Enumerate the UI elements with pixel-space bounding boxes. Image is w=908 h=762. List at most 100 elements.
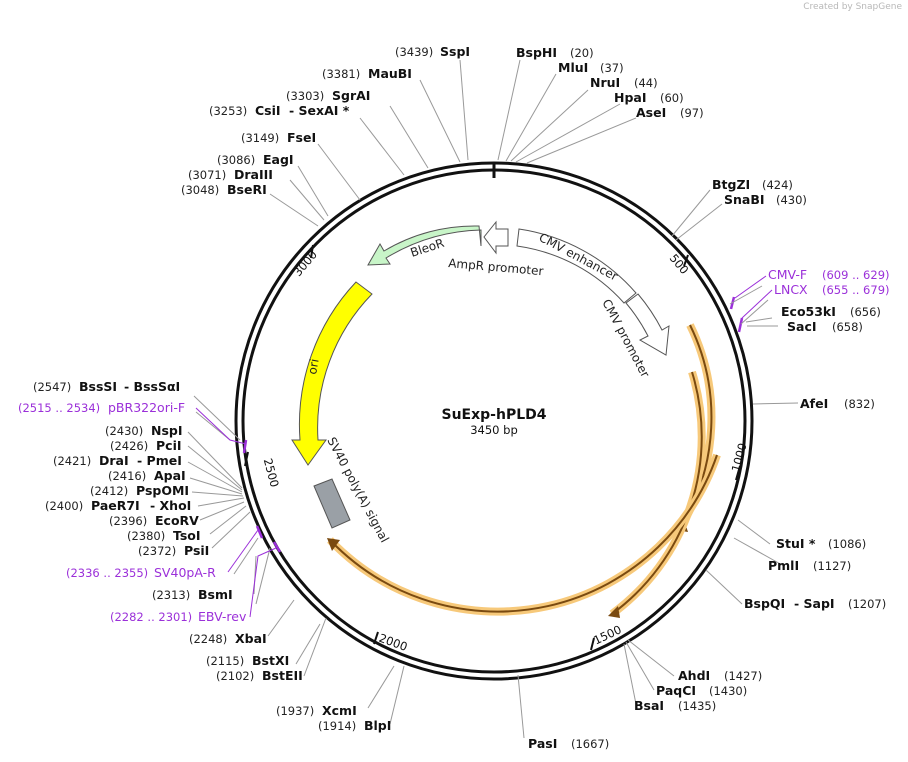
nspi-pos: (2430)	[105, 424, 143, 438]
fsei-name: FseI	[287, 130, 316, 145]
maubi-pos: (3381)	[322, 67, 360, 81]
eco53ki-name: Eco53kI	[781, 304, 836, 319]
bseri-pos: (3048)	[181, 183, 219, 197]
tick-marks	[244, 244, 741, 651]
tick-2500: 2500	[261, 457, 282, 489]
saci-pos: (658)	[832, 320, 863, 334]
xcmi-name: XcmI	[322, 703, 357, 718]
bspqi-name: BspQI	[744, 596, 785, 611]
psii-pos: (2372)	[138, 544, 176, 558]
bsai-pos: (1435)	[678, 699, 716, 713]
blpi-name: BlpI	[364, 718, 391, 733]
eagi-name: EagI	[263, 152, 294, 167]
pmli-name: PmlI	[768, 558, 799, 573]
sv40pa-r-pos: (2336 .. 2355)	[66, 566, 148, 580]
lncx-pos: (655 .. 679)	[822, 283, 890, 297]
tick-3000: 3000	[291, 248, 321, 279]
bsai-name: BsaI	[634, 698, 664, 713]
drai-name: DraI	[99, 453, 129, 468]
btgzi-pos: (424)	[762, 178, 793, 192]
saci-name: SacI	[787, 319, 817, 334]
enzyme-labels: (3439) SspI BspHI (20) MluI (37) NruI (4…	[33, 44, 886, 751]
ampr-promoter-label: AmpR promoter	[448, 256, 544, 278]
apai-pos: (2416)	[108, 469, 146, 483]
bsteii-name: BstEII	[262, 668, 303, 683]
ebv-rev-name: EBV-rev	[198, 609, 247, 624]
tsoi-pos: (2380)	[127, 529, 165, 543]
sspi-name: SspI	[440, 44, 470, 59]
pmei-name: - PmeI	[137, 453, 182, 468]
sexai-name: - SexAI *	[289, 103, 350, 118]
pmli-pos: (1127)	[813, 559, 851, 573]
bsmi-pos: (2313)	[152, 588, 190, 602]
afei-pos: (832)	[844, 397, 875, 411]
eagi-pos: (3086)	[217, 153, 255, 167]
features	[291, 220, 721, 618]
paqci-name: PaqCI	[656, 683, 696, 698]
nspi-name: NspI	[151, 423, 183, 438]
xbai-pos: (2248)	[189, 632, 227, 646]
plasmid-size: 3450 bp	[470, 423, 518, 437]
primer-leader-lines	[195, 275, 773, 618]
cmv-f-pos: (609 .. 629)	[822, 268, 890, 282]
pcii-pos: (2426)	[110, 439, 148, 453]
bstxi-pos: (2115)	[206, 654, 244, 668]
sv40pa-r-name: SV40pA-R	[154, 565, 216, 580]
tsoi-name: TsoI	[173, 528, 201, 543]
cmv-enhancer-label: CMV enhancer	[537, 230, 621, 283]
drai-pos: (2421)	[53, 454, 91, 468]
btgzi-name: BtgZI	[712, 177, 750, 192]
sv40-polya-feature	[313, 478, 351, 529]
cmv-f-name: CMV-F	[768, 267, 807, 282]
bstxi-name: BstXI	[252, 653, 289, 668]
xbai-name: XbaI	[235, 631, 267, 646]
plasmid-name: SuExp-hPLD4	[442, 407, 547, 423]
snabi-pos: (430)	[776, 193, 807, 207]
backbone	[234, 161, 754, 681]
pbr322ori-f-pos: (2515 .. 2534)	[18, 401, 100, 415]
xhoi-name: - XhoI	[150, 498, 191, 513]
pspomi-name: PspOMI	[136, 483, 189, 498]
bsmi-name: BsmI	[198, 587, 233, 602]
sgrai-name: SgrAI	[332, 88, 370, 103]
stui-name: StuI *	[776, 536, 816, 551]
afei-name: AfeI	[800, 396, 828, 411]
ori-label: ori	[305, 358, 321, 376]
bseri-name: BseRI	[227, 182, 267, 197]
bleor-feature	[367, 225, 482, 266]
xcmi-pos: (1937)	[276, 704, 314, 718]
eco53ki-pos: (656)	[850, 305, 881, 319]
bsteii-pos: (2102)	[216, 669, 254, 683]
hpai-name: HpaI	[614, 90, 647, 105]
ecorv-pos: (2396)	[109, 514, 147, 528]
pbr322ori-f-name: pBR322ori-F	[108, 400, 185, 415]
bsssi-name: BssSI	[79, 379, 117, 394]
asei-pos: (97)	[680, 106, 704, 120]
pspomi-pos: (2412)	[90, 484, 128, 498]
sgrai-pos: (3303)	[286, 89, 324, 103]
pasi-name: PasI	[528, 736, 557, 751]
nrui-name: NruI	[590, 75, 620, 90]
mlui-name: MluI	[558, 60, 588, 75]
blpi-pos: (1914)	[318, 719, 356, 733]
draiii-name: DraIII	[234, 167, 273, 182]
apai-name: ApaI	[154, 468, 186, 483]
bspqi-pos: (1207)	[848, 597, 886, 611]
ori-feature	[291, 281, 373, 466]
draiii-pos: (3071)	[188, 168, 226, 182]
pasi-pos: (1667)	[571, 737, 609, 751]
ecorv-name: EcoRV	[155, 513, 199, 528]
psii-name: PsiI	[184, 543, 209, 558]
hpai-pos: (60)	[660, 91, 684, 105]
mlui-pos: (37)	[600, 61, 624, 75]
paqci-pos: (1430)	[709, 684, 747, 698]
maubi-name: MauBI	[368, 66, 412, 81]
sapi-name: - SapI	[794, 596, 835, 611]
paer7i-name: PaeR7I	[91, 498, 140, 513]
bsssi-pos: (2547)	[33, 380, 71, 394]
csii-name: CsiI	[255, 103, 281, 118]
snabi-name: SnaBI	[724, 192, 765, 207]
ampr-promoter-feature	[483, 220, 509, 255]
nrui-pos: (44)	[634, 76, 658, 90]
